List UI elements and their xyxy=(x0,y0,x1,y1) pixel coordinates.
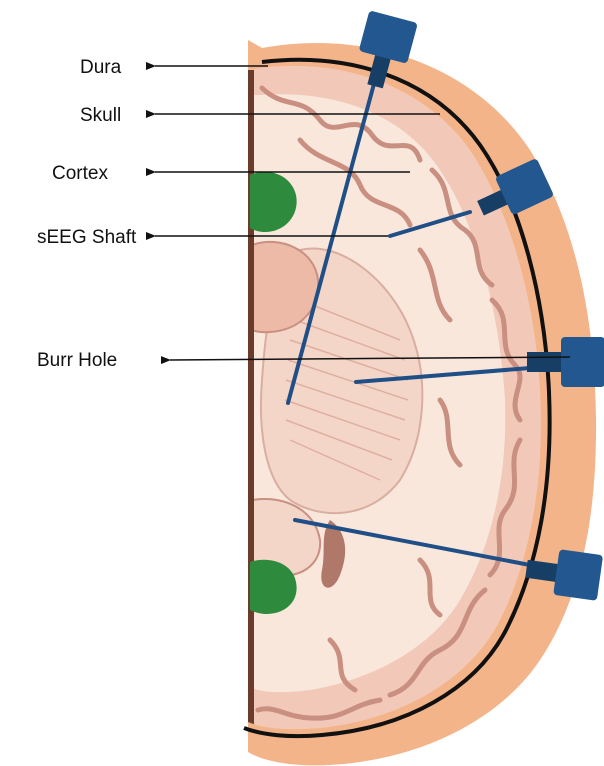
label-dura: Dura xyxy=(80,57,122,78)
label-cortex: Cortex xyxy=(52,163,108,184)
medial-strip xyxy=(244,70,254,730)
label-skull: Skull xyxy=(80,105,121,126)
label-seeg-shaft: sEEG Shaft xyxy=(37,227,137,248)
label-burr-hole: Burr Hole xyxy=(37,350,117,371)
